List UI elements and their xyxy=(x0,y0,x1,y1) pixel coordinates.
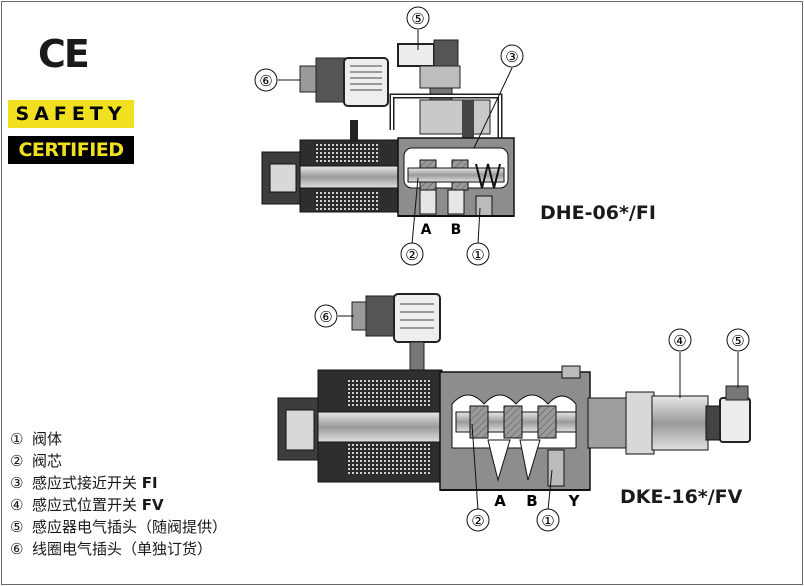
callout-1-top: ① xyxy=(471,246,484,264)
callout-1-bottom: ① xyxy=(541,512,554,530)
callout-3-top: ③ xyxy=(505,48,518,66)
bottom-callouts: ⑥ ④ ⑤ ② ① A B Y xyxy=(314,304,750,532)
top-sensor-plug xyxy=(397,39,461,105)
top-valve-drawing xyxy=(261,39,515,217)
callout-6-top: ⑥ xyxy=(259,72,272,90)
port-a-bottom: A xyxy=(494,492,506,510)
callout-5-bottom: ⑤ xyxy=(731,332,744,350)
callout-6-bottom: ⑥ xyxy=(319,308,332,326)
callout-5-top: ⑤ xyxy=(411,10,424,28)
callout-4-bottom: ④ xyxy=(673,332,686,350)
safety-badge: SAFETY xyxy=(8,100,134,128)
top-callouts: ⑤ ⑥ ③ ② ① A B xyxy=(254,6,524,266)
port-b-top: B xyxy=(451,222,462,238)
certified-badge: CERTIFIED xyxy=(8,136,134,164)
port-y-bottom: Y xyxy=(568,492,581,510)
port-b-bottom: B xyxy=(526,492,537,510)
ce-mark-logo: CE xyxy=(38,32,90,76)
port-a-top: A xyxy=(421,222,432,238)
model-label-top: DHE-06*/FI xyxy=(540,202,656,224)
bottom-valve-drawing xyxy=(277,293,751,491)
bottom-coil-connector xyxy=(351,293,441,371)
callout-2-top: ② xyxy=(405,246,418,264)
model-label-bottom: DKE-16*/FV xyxy=(620,486,743,508)
callout-2-bottom: ② xyxy=(471,512,484,530)
top-coil-connector xyxy=(299,57,389,107)
